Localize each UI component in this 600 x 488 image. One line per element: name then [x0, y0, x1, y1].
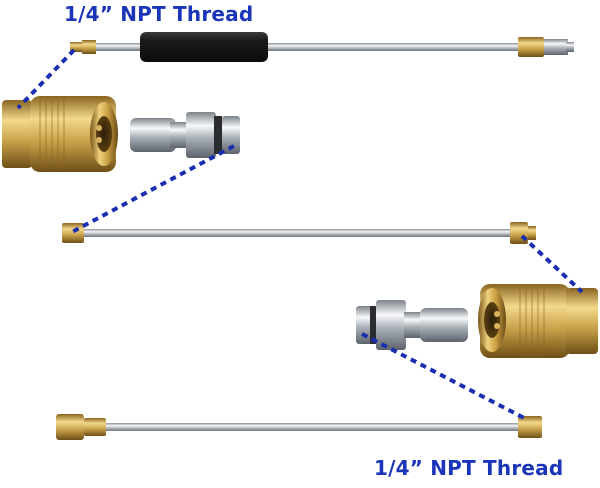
wand-middle	[62, 222, 536, 244]
plug-bottom-hex	[376, 300, 406, 350]
wand1-brass-nut-left	[82, 40, 96, 54]
wand2-brass-nut-left	[62, 223, 84, 243]
wand1-plug-tip	[566, 42, 574, 52]
callout-line-bottom-right	[361, 332, 529, 422]
wand1-grip	[140, 32, 268, 62]
thread-label-top: 1/4” NPT Thread	[64, 2, 254, 26]
wand2-rod	[84, 229, 510, 237]
plug-top-thread	[222, 116, 240, 154]
coupler-opening	[96, 116, 112, 152]
wand3-rod	[106, 423, 520, 431]
plug-bottom-neck	[404, 312, 424, 338]
wand1-brass-fitting-left	[70, 42, 82, 52]
plug-top-neck	[170, 122, 188, 148]
wand-with-grip	[70, 32, 574, 62]
plug-top-hex	[186, 112, 216, 158]
wand-bottom	[56, 414, 542, 440]
plug-bottom-body	[420, 308, 468, 342]
wand1-brass-nut-right	[518, 37, 544, 57]
wand1-rod	[96, 43, 520, 51]
callout-line-middle-right	[520, 234, 584, 294]
thread-label-bottom: 1/4” NPT Thread	[374, 456, 564, 480]
plug-bottom-oring	[370, 306, 378, 344]
wand3-brass-coupler-left	[56, 414, 84, 440]
brass-coupler-bottom-right	[478, 284, 598, 358]
stainless-plug-bottom	[356, 300, 468, 350]
coupler-hex-body	[2, 100, 32, 168]
brass-coupler-top-left	[2, 96, 118, 172]
coupler-br-opening	[484, 302, 500, 338]
plug-top-body	[130, 118, 176, 152]
callout-line-top-left	[16, 48, 76, 110]
stainless-plug-top	[130, 112, 240, 158]
coupler-br-hex-body	[566, 288, 598, 354]
wand3-brass-nut-right	[518, 416, 542, 438]
plug-bottom-thread	[356, 306, 372, 344]
plug-top-oring	[214, 116, 222, 154]
wand1-quick-connect-plug	[544, 39, 568, 55]
callout-line-middle-left	[71, 144, 235, 234]
wand3-brass-nut-left	[84, 418, 106, 436]
wand2-brass-thread-right	[528, 226, 536, 240]
